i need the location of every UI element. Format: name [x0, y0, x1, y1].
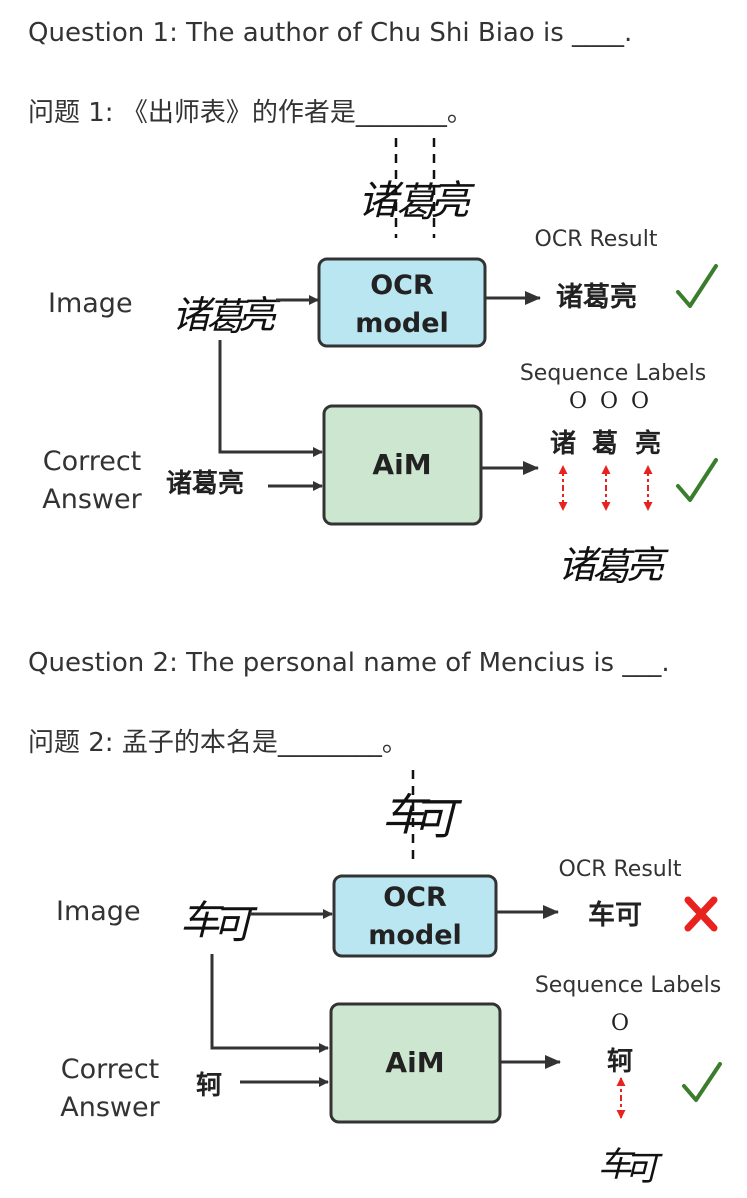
hw-char: 可 — [212, 902, 258, 948]
q1-ocr-result-text: 诸葛亮 — [556, 281, 637, 313]
seq-tag: O — [631, 389, 649, 414]
q1-handwriting-top: 诸 葛 亮 — [358, 138, 475, 238]
q1-question-zh: 问题 1: 《出师表》的作者是_______。 — [28, 98, 473, 128]
q1-ocr-model-box — [317, 257, 487, 348]
q1-ocr-result-label: OCR Result — [535, 227, 658, 252]
hw-char: 诸 — [172, 293, 216, 337]
hw-char: 诸 — [358, 178, 404, 224]
q2-ocr-result-text: 车可 — [588, 899, 642, 931]
hw-char: 车 — [382, 790, 431, 841]
check-icon — [682, 1062, 722, 1102]
q2-ocr-model-box — [332, 874, 498, 958]
q2-handwriting-bottom: 车 可 — [598, 1145, 663, 1189]
seq-tag: O — [611, 1011, 629, 1036]
q2-correct-label-2: Answer — [60, 1092, 160, 1123]
hw-char: 车 — [180, 898, 224, 944]
arrow — [218, 340, 323, 457]
q1-correct-label-1: Correct — [43, 446, 142, 477]
q1-aim-box — [322, 404, 483, 526]
q1-question-en: Question 1: The author of Chu Shi Biao i… — [28, 18, 633, 48]
q2-answer-text: 轲 — [196, 1070, 222, 1101]
hw-char: 亮 — [626, 543, 669, 587]
q1-answer-text: 诸葛亮 — [166, 468, 244, 499]
seq-char: 亮 — [635, 428, 661, 459]
check-icon — [676, 264, 718, 308]
aim-label: AiM — [372, 448, 431, 481]
q1-handwriting-bottom: 诸 葛 亮 — [558, 543, 669, 589]
q2-seq-labels-title: Sequence Labels — [535, 973, 721, 998]
hw-char: 亮 — [430, 178, 475, 224]
hw-char: 葛 — [592, 545, 635, 589]
seq-char: 葛 — [591, 429, 618, 459]
ocr-box-line2: model — [368, 920, 462, 951]
hw-char: 亮 — [238, 293, 281, 337]
hw-char: 可 — [624, 1149, 663, 1189]
ocr-box-line2: model — [355, 308, 449, 339]
seq-tag: O — [600, 389, 618, 414]
q2-correct-label-1: Correct — [61, 1054, 160, 1085]
hw-char: 诸 — [558, 543, 602, 587]
q1-handwriting-input: 诸 葛 亮 — [172, 293, 281, 339]
q1-correct-label-2: Answer — [42, 484, 142, 515]
seq-char: 诸 — [550, 429, 576, 459]
q2-handwriting-input: 车 可 — [180, 898, 258, 948]
seq-char: 轲 — [607, 1046, 633, 1077]
hw-char: 车 — [598, 1145, 636, 1185]
ocr-box-line1: OCR — [370, 270, 434, 301]
q1-double-arrows — [558, 465, 653, 511]
ocr-box-line1: OCR — [383, 882, 447, 913]
q1-seq-labels-title: Sequence Labels — [520, 361, 706, 386]
arrow — [210, 954, 329, 1053]
cross-icon — [684, 896, 718, 932]
seq-tag: O — [569, 389, 587, 414]
q2-handwriting-top: 车 可 — [382, 770, 463, 864]
hw-char: 葛 — [206, 295, 249, 339]
q1-image-label: Image — [48, 288, 133, 319]
hw-char: 可 — [412, 794, 463, 845]
q2-question-zh: 问题 2: 孟子的本名是________。 — [28, 728, 408, 758]
aim-label: AiM — [385, 1046, 444, 1079]
q2-question-en: Question 2: The personal name of Mencius… — [28, 648, 670, 678]
q2-ocr-result-label: OCR Result — [559, 857, 682, 882]
check-icon — [676, 458, 718, 502]
q2-aim-box — [329, 1002, 502, 1124]
q2-image-label: Image — [56, 896, 141, 927]
